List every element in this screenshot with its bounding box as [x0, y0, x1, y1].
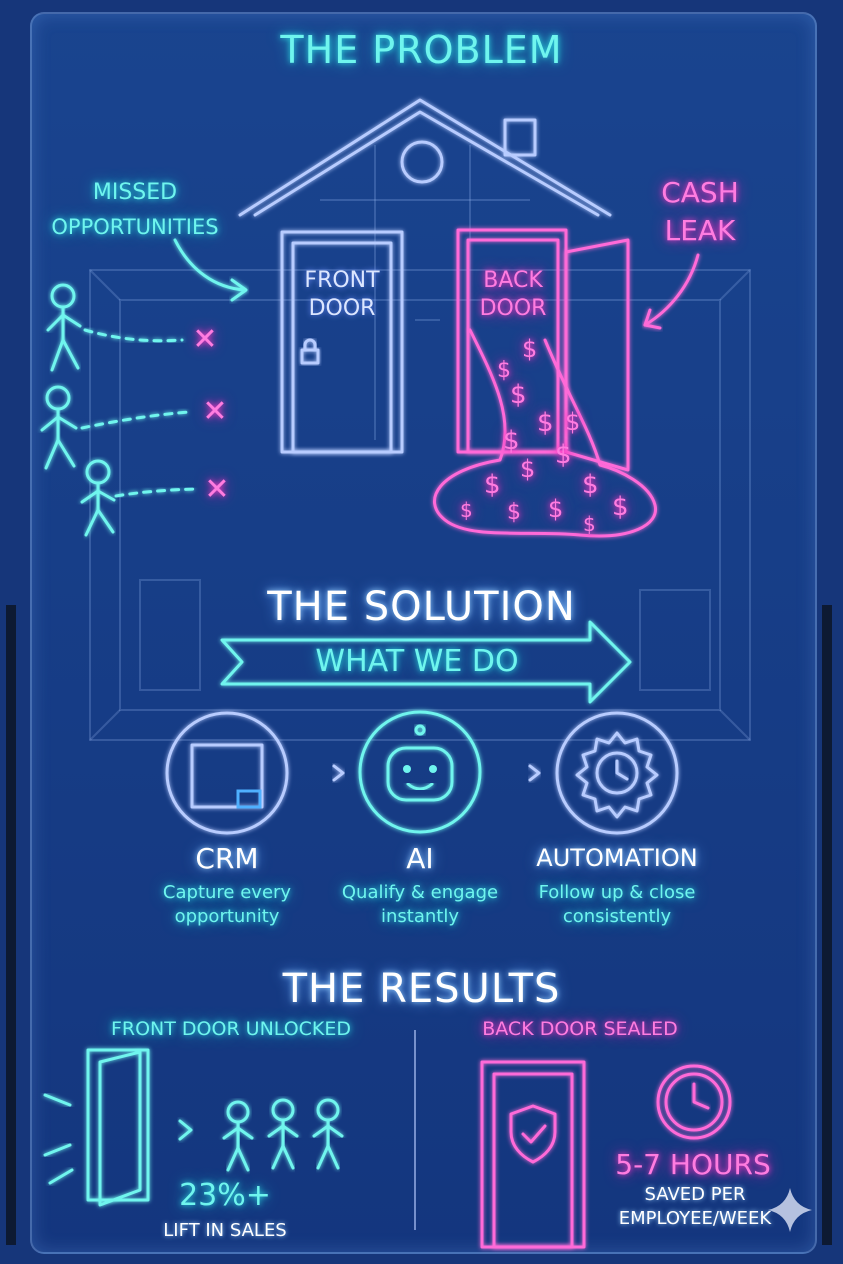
- front-door-label-1: FRONT: [304, 268, 380, 293]
- step-arrow-1-head: [332, 764, 345, 782]
- hours-saved-stat: 5-7 HOURS: [615, 1148, 771, 1181]
- path-line-3: [114, 487, 197, 498]
- banner-arrow: [220, 620, 632, 704]
- person-icon-3: [80, 459, 116, 537]
- person-icon-1: [46, 283, 82, 372]
- cash-leak-arrow-head: [643, 308, 662, 330]
- cash-leak-arrow: [643, 253, 700, 327]
- cross-icon-1: ✕: [192, 322, 218, 357]
- dollar-icon: $: [460, 498, 473, 522]
- open-door-icon: [38, 1048, 193, 1207]
- robot-icon: [358, 710, 482, 834]
- path-line-1: [83, 328, 184, 343]
- missed-label-1: MISSED: [92, 180, 178, 205]
- step-name-ai: AI: [406, 842, 434, 875]
- dollar-icon: $: [497, 358, 511, 383]
- dollar-icon: $: [555, 440, 572, 470]
- dollar-icon: $: [503, 426, 520, 456]
- dollar-icon: $: [484, 470, 501, 500]
- step-desc-crm-1: Capture every: [162, 882, 292, 903]
- missed-arrow-head: [230, 278, 248, 302]
- person-icon-2: [40, 385, 78, 470]
- dollar-icon: $: [583, 512, 596, 536]
- dollar-icon: $: [582, 470, 599, 500]
- sealed-door-icon: [480, 1060, 586, 1249]
- missed-label-2: OPPORTUNITIES: [51, 215, 219, 239]
- dollar-icon: $: [565, 408, 581, 436]
- dollar-icon: $: [548, 495, 564, 523]
- dollar-icon: $: [522, 335, 538, 363]
- step-name-crm: CRM: [195, 842, 259, 875]
- step-arrow-2-head: [528, 764, 541, 782]
- step-desc-ai-2: instantly: [381, 906, 459, 927]
- back-door-sealed-label: BACK DOOR SEALED: [482, 1018, 678, 1040]
- path-line-2: [80, 410, 192, 430]
- sparkle-icon: [768, 1188, 812, 1232]
- dollar-icon: $: [612, 492, 629, 522]
- front-door-unlocked-label: FRONT DOOR UNLOCKED: [110, 1018, 352, 1040]
- cross-icon-3: ✕: [204, 472, 230, 507]
- front-door-icon: [280, 230, 404, 454]
- sales-lift-stat: 23%+: [179, 1178, 271, 1213]
- gear-clock-icon: [555, 711, 679, 835]
- step-desc-crm-2: opportunity: [174, 906, 280, 927]
- dollar-icon: $: [520, 455, 536, 483]
- cash-leak-label-1: CASH: [661, 176, 739, 209]
- missed-arrow: [173, 238, 247, 292]
- stand-left: [6, 605, 16, 1245]
- dollar-icon: $: [537, 408, 554, 438]
- step-name-automation: AUTOMATION: [536, 844, 698, 872]
- dollar-icon: $: [510, 380, 527, 410]
- hours-saved-desc-2: EMPLOYEE/WEEK: [618, 1208, 772, 1229]
- front-door-label-2: DOOR: [308, 296, 376, 321]
- step-desc-automation-2: consistently: [562, 906, 672, 927]
- stand-right: [822, 605, 832, 1245]
- step-desc-ai-1: Qualify & engage: [341, 882, 499, 903]
- cross-icon-2: ✕: [202, 394, 228, 429]
- grid-icon: [165, 711, 289, 835]
- hours-saved-desc-1: SAVED PER: [644, 1184, 746, 1205]
- dollar-icon: $: [507, 500, 521, 525]
- sales-lift-desc: LIFT IN SALES: [163, 1220, 287, 1241]
- people-group-icon: [222, 1098, 344, 1172]
- back-door-label-2: DOOR: [479, 296, 547, 321]
- solution-title: THE SOLUTION: [267, 584, 576, 630]
- problem-title: THE PROBLEM: [280, 28, 563, 72]
- banner-label: WHAT WE DO: [315, 644, 519, 679]
- clock-icon: [656, 1064, 732, 1140]
- cash-leak-label-2: LEAK: [664, 214, 736, 247]
- back-door-label-1: BACK: [483, 268, 543, 293]
- results-title: THE RESULTS: [282, 966, 561, 1012]
- step-desc-automation-1: Follow up & close: [538, 882, 696, 903]
- house-icon: [238, 98, 612, 454]
- money-puddle: [433, 328, 658, 538]
